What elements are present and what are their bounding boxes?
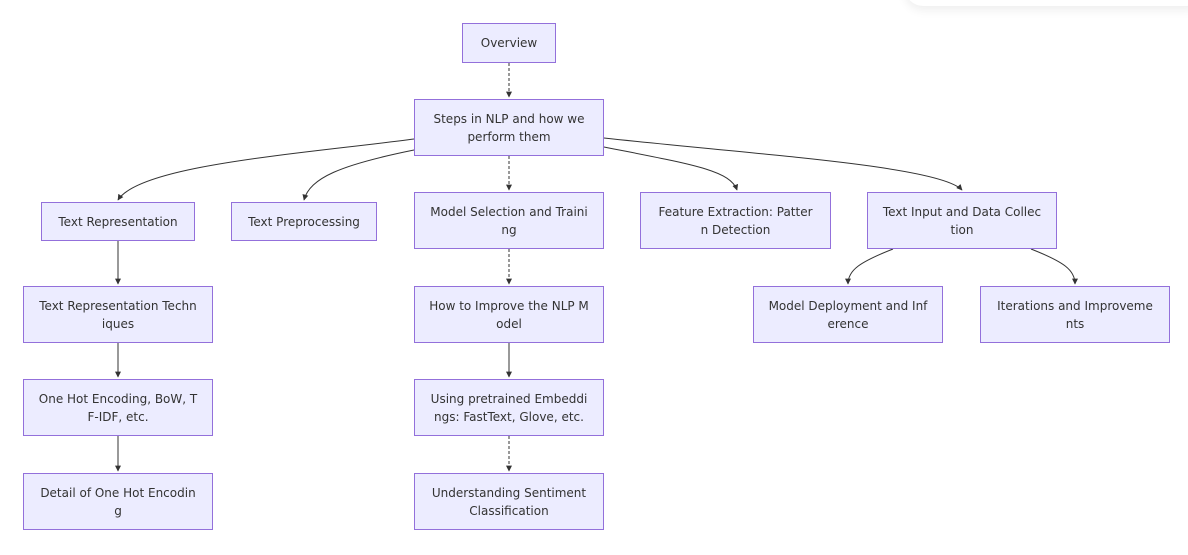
node-pretrained-embeddings[interactable]: Using pretrained Embeddi ngs: FastText, …: [414, 379, 604, 436]
popup-shadow: [905, 0, 1188, 6]
node-text-input[interactable]: Text Input and Data Collec tion: [867, 192, 1057, 249]
node-detail-one-hot-label: Detail of One Hot Encodin g: [40, 485, 196, 518]
edge-steps-to-text-preprocessing: [302, 149, 415, 201]
node-pretrained-embeddings-label: Using pretrained Embeddi ngs: FastText, …: [430, 391, 588, 424]
node-iterations-label: Iterations and Improveme nts: [997, 298, 1153, 331]
node-text-representation-techniques-label: Text Representation Techn iques: [39, 298, 197, 331]
node-text-input-label: Text Input and Data Collec tion: [882, 204, 1042, 237]
node-model-deployment[interactable]: Model Deployment and Inf erence: [753, 286, 943, 343]
node-overview-label: Overview: [480, 36, 538, 50]
edge-steps-to-text-input: [603, 137, 963, 191]
node-text-preprocessing[interactable]: Text Preprocessing: [231, 202, 377, 241]
node-text-preprocessing-label: Text Preprocessing: [248, 214, 360, 229]
node-steps-in-nlp[interactable]: Steps in NLP and how we perform them: [414, 99, 604, 156]
node-one-hot-encoding-label: One Hot Encoding, BoW, T F-IDF, etc.: [38, 391, 198, 424]
node-model-deployment-label: Model Deployment and Inf erence: [768, 298, 928, 331]
node-sentiment-classification[interactable]: Understanding Sentiment Classification: [414, 473, 604, 530]
edge-text-input-to-iterations: [1030, 248, 1078, 285]
node-feature-extraction-label: Feature Extraction: Patter n Detection: [658, 204, 813, 237]
node-model-selection-label: Model Selection and Traini ng: [430, 204, 588, 237]
node-one-hot-encoding[interactable]: One Hot Encoding, BoW, T F-IDF, etc.: [23, 379, 213, 436]
node-model-selection[interactable]: Model Selection and Traini ng: [414, 192, 604, 249]
edge-steps-to-feature-extraction: [603, 146, 739, 191]
edge-text-input-to-deployment: [845, 248, 894, 285]
node-overview[interactable]: Overview: [462, 23, 556, 63]
node-text-representation[interactable]: Text Representation: [41, 202, 195, 241]
node-sentiment-classification-label: Understanding Sentiment Classification: [431, 485, 587, 518]
node-improve-model[interactable]: How to Improve the NLP M odel: [414, 286, 604, 343]
node-text-representation-label: Text Representation: [58, 214, 178, 229]
node-iterations[interactable]: Iterations and Improveme nts: [980, 286, 1170, 343]
node-steps-in-nlp-label: Steps in NLP and how we perform them: [433, 111, 585, 144]
node-feature-extraction[interactable]: Feature Extraction: Patter n Detection: [640, 192, 831, 249]
node-detail-one-hot[interactable]: Detail of One Hot Encodin g: [23, 473, 213, 530]
node-text-representation-techniques[interactable]: Text Representation Techn iques: [23, 286, 213, 343]
node-improve-model-label: How to Improve the NLP M odel: [429, 298, 589, 331]
edge-steps-to-text-representation: [117, 138, 415, 201]
